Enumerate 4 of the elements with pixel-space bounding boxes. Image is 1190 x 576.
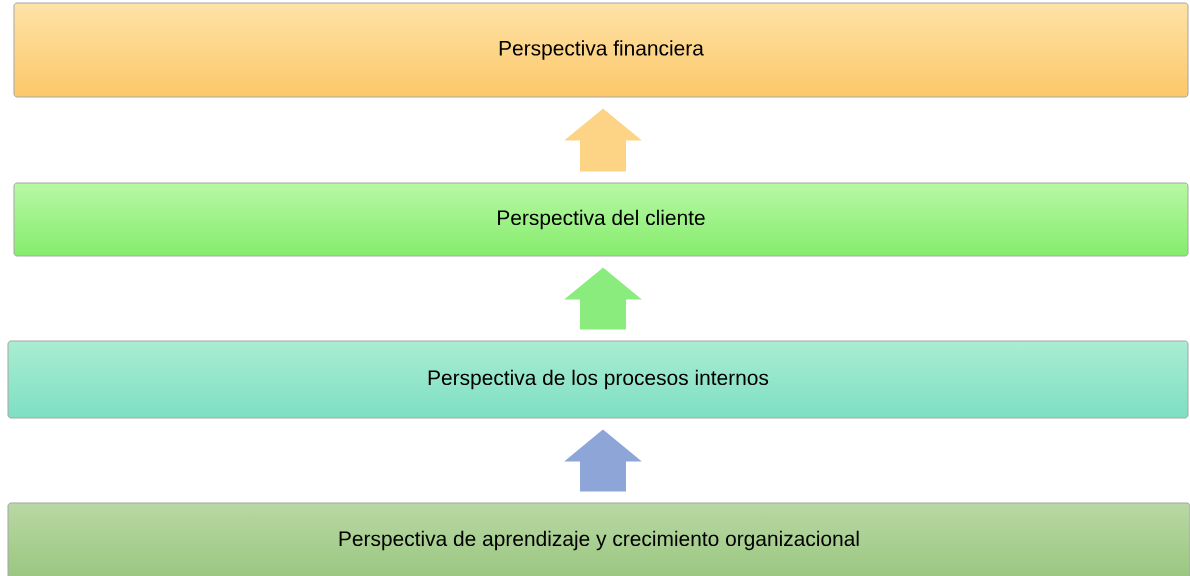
perspective-box: Perspectiva del cliente: [13, 182, 1189, 257]
perspective-box: Perspectiva de aprendizaje y crecimiento organizacional: [7, 502, 1190, 576]
perspective-box: Perspectiva de los procesos internos: [7, 340, 1189, 419]
perspective-box: Perspectiva financiera: [13, 2, 1189, 98]
